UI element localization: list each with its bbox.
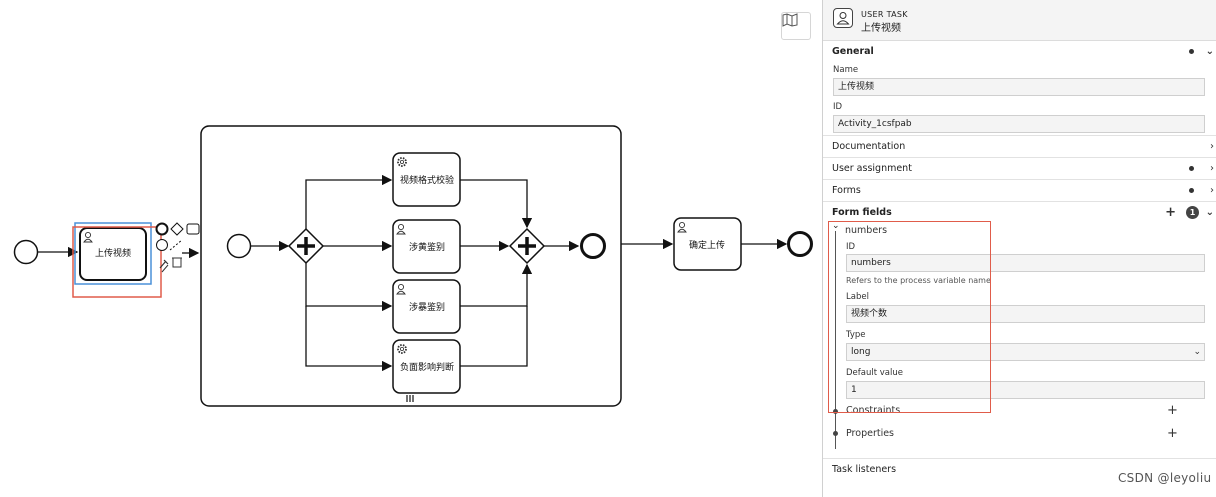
watermark: CSDN @leyoliu xyxy=(1118,471,1212,485)
multi-instance-icon xyxy=(406,395,414,402)
group-task-listeners[interactable]: Task listeners xyxy=(823,458,1216,480)
chevron-down-icon: ⌄ xyxy=(1193,347,1201,357)
add-property-button[interactable]: + xyxy=(1167,426,1178,441)
properties-label[interactable]: Properties xyxy=(846,428,895,439)
context-end-event[interactable] xyxy=(155,222,169,236)
inner-start-event[interactable] xyxy=(226,233,252,259)
data-indicator-dot xyxy=(1189,166,1194,171)
map-icon xyxy=(782,13,798,27)
chevron-right-icon: › xyxy=(1210,163,1214,174)
form-field-item: ⌄ numbers ID numbers Refers to the proce… xyxy=(823,221,1216,458)
chevron-right-icon: › xyxy=(1210,141,1214,152)
tree-dot xyxy=(833,409,838,414)
group-user-assignment-title: User assignment xyxy=(832,163,912,174)
field-type-select[interactable]: long ⌄ xyxy=(846,343,1205,361)
group-task-listeners-title: Task listeners xyxy=(832,464,897,475)
chevron-down-icon[interactable]: ⌄ xyxy=(832,221,840,231)
chevron-down-icon: ⌄ xyxy=(1205,46,1214,57)
task-confirm-upload-label: 确定上传 xyxy=(689,239,725,251)
group-user-assignment[interactable]: User assignment › xyxy=(823,157,1216,179)
add-form-field-button[interactable]: + xyxy=(1165,205,1176,220)
context-intermediate[interactable] xyxy=(156,239,168,251)
group-general-title: General xyxy=(832,46,874,57)
field-id-input[interactable]: numbers xyxy=(846,254,1205,272)
task-negative-check-label: 负面影响判断 xyxy=(400,361,454,373)
properties-panel: USER TASK 上传视频 General ⌄ Name 上传视频 ID Ac… xyxy=(822,0,1216,497)
context-task[interactable] xyxy=(186,223,200,235)
gear-icon xyxy=(397,157,407,167)
minimap-toggle-button[interactable] xyxy=(781,12,811,40)
gear-icon xyxy=(397,344,407,354)
form-fields-count-badge: 1 xyxy=(1186,206,1199,219)
id-label: ID xyxy=(833,102,843,112)
inner-end-event[interactable] xyxy=(580,233,606,259)
task-upload-label: 上传视频 xyxy=(95,247,131,259)
field-type-label: Type xyxy=(846,330,866,340)
context-connect[interactable] xyxy=(169,239,183,251)
element-name: 上传视频 xyxy=(861,23,901,34)
group-documentation[interactable]: Documentation › xyxy=(823,135,1216,157)
field-id-hint: Refers to the process variable name xyxy=(846,276,991,285)
chevron-down-icon: ⌄ xyxy=(1205,207,1214,218)
task-upload-video[interactable] xyxy=(79,227,147,281)
constraints-label[interactable]: Constraints xyxy=(846,405,901,416)
parallel-gateway-split[interactable] xyxy=(287,227,325,265)
id-input[interactable]: Activity_1csfpab xyxy=(833,115,1205,133)
group-general-body: Name 上传视频 ID Activity_1csfpab xyxy=(823,62,1216,137)
end-event[interactable] xyxy=(787,231,813,257)
user-icon xyxy=(677,221,687,233)
field-label-label: Label xyxy=(846,292,869,302)
parallel-gateway-join[interactable] xyxy=(508,227,546,265)
task-violence-check-label: 涉暴鉴别 xyxy=(409,301,445,313)
task-format-check-label: 视频格式校验 xyxy=(400,174,454,186)
diagram: 上传视频 xyxy=(13,125,813,407)
task-porn-check-label: 涉黄鉴别 xyxy=(409,241,445,253)
user-task-icon xyxy=(833,8,853,28)
trash-icon[interactable] xyxy=(172,257,182,268)
field-label-input[interactable]: 视频个数 xyxy=(846,305,1205,323)
name-label: Name xyxy=(833,65,859,75)
highlight-box xyxy=(828,221,991,413)
tree-line xyxy=(835,231,836,449)
context-gateway[interactable] xyxy=(170,222,184,236)
user-icon xyxy=(396,283,406,295)
group-form-fields[interactable]: Form fields + 1 ⌄ xyxy=(823,201,1216,223)
data-indicator-dot xyxy=(1189,49,1194,54)
element-type: USER TASK xyxy=(861,10,908,19)
form-field-name[interactable]: numbers xyxy=(845,225,888,236)
start-event[interactable] xyxy=(13,239,39,265)
wrench-icon[interactable] xyxy=(159,259,169,269)
user-icon xyxy=(83,231,93,243)
field-type-value: long xyxy=(851,347,871,357)
field-default-label: Default value xyxy=(846,368,903,378)
tree-dot xyxy=(833,431,838,436)
panel-header: USER TASK 上传视频 xyxy=(823,0,1216,41)
group-form-fields-title: Form fields xyxy=(832,207,892,218)
group-documentation-title: Documentation xyxy=(832,141,906,152)
user-icon xyxy=(396,223,406,235)
field-default-input[interactable]: 1 xyxy=(846,381,1205,399)
group-forms-title: Forms xyxy=(832,185,861,196)
selection-outline xyxy=(74,222,152,285)
name-input[interactable]: 上传视频 xyxy=(833,78,1205,96)
chevron-right-icon: › xyxy=(1210,185,1214,196)
data-indicator-dot xyxy=(1189,188,1194,193)
add-constraint-button[interactable]: + xyxy=(1167,403,1178,418)
group-forms[interactable]: Forms › xyxy=(823,179,1216,201)
selection-highlight xyxy=(72,226,162,298)
field-id-label: ID xyxy=(846,242,856,252)
bpmn-canvas[interactable]: 上传视频 xyxy=(0,0,822,497)
group-general-header[interactable]: General ⌄ xyxy=(823,41,1216,62)
